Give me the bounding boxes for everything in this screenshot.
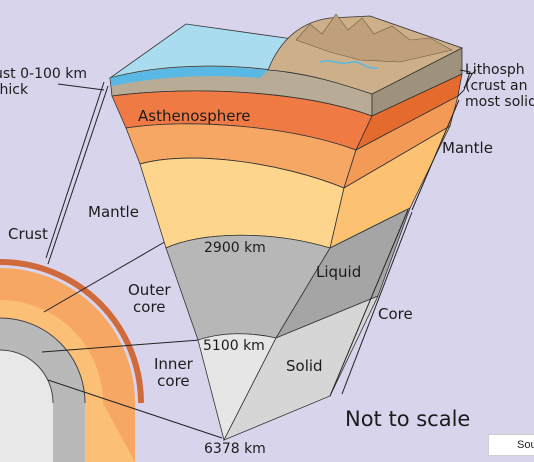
depth-2900-label: 2900 km (204, 240, 266, 256)
mountain-terrain (267, 13, 464, 95)
earth-wedge-front (108, 23, 373, 442)
crust-label: Crust (8, 225, 48, 243)
lithosphere-label: Lithosph (crust an most solid (465, 62, 534, 111)
crust-thickness-label: ust 0-100 km thick (0, 66, 87, 99)
not-to-scale-label: Not to scale (345, 407, 471, 431)
solid-label: Solid (286, 357, 323, 375)
mantle-label-right: Mantle (442, 139, 493, 157)
depth-5100-label: 5100 km (203, 338, 265, 354)
earth-wedge-side (223, 47, 463, 441)
source-button[interactable]: Sou (488, 434, 534, 456)
outer-core-label: Outer core (128, 281, 171, 317)
earth-cutaway-inset (0, 259, 144, 462)
ocean-band (110, 66, 268, 86)
inner-core-label: Inner core (154, 355, 193, 391)
asthenosphere-label: Asthenosphere (138, 107, 251, 125)
depth-6378-label: 6378 km (204, 441, 266, 457)
liquid-label: Liquid (316, 263, 362, 281)
core-label: Core (378, 305, 413, 323)
right-brackets (329, 69, 477, 397)
mantle-label-left: Mantle (88, 203, 139, 221)
inset-inner-core (0, 350, 53, 462)
leader-lines (41, 81, 223, 439)
inset-crust (0, 259, 144, 404)
